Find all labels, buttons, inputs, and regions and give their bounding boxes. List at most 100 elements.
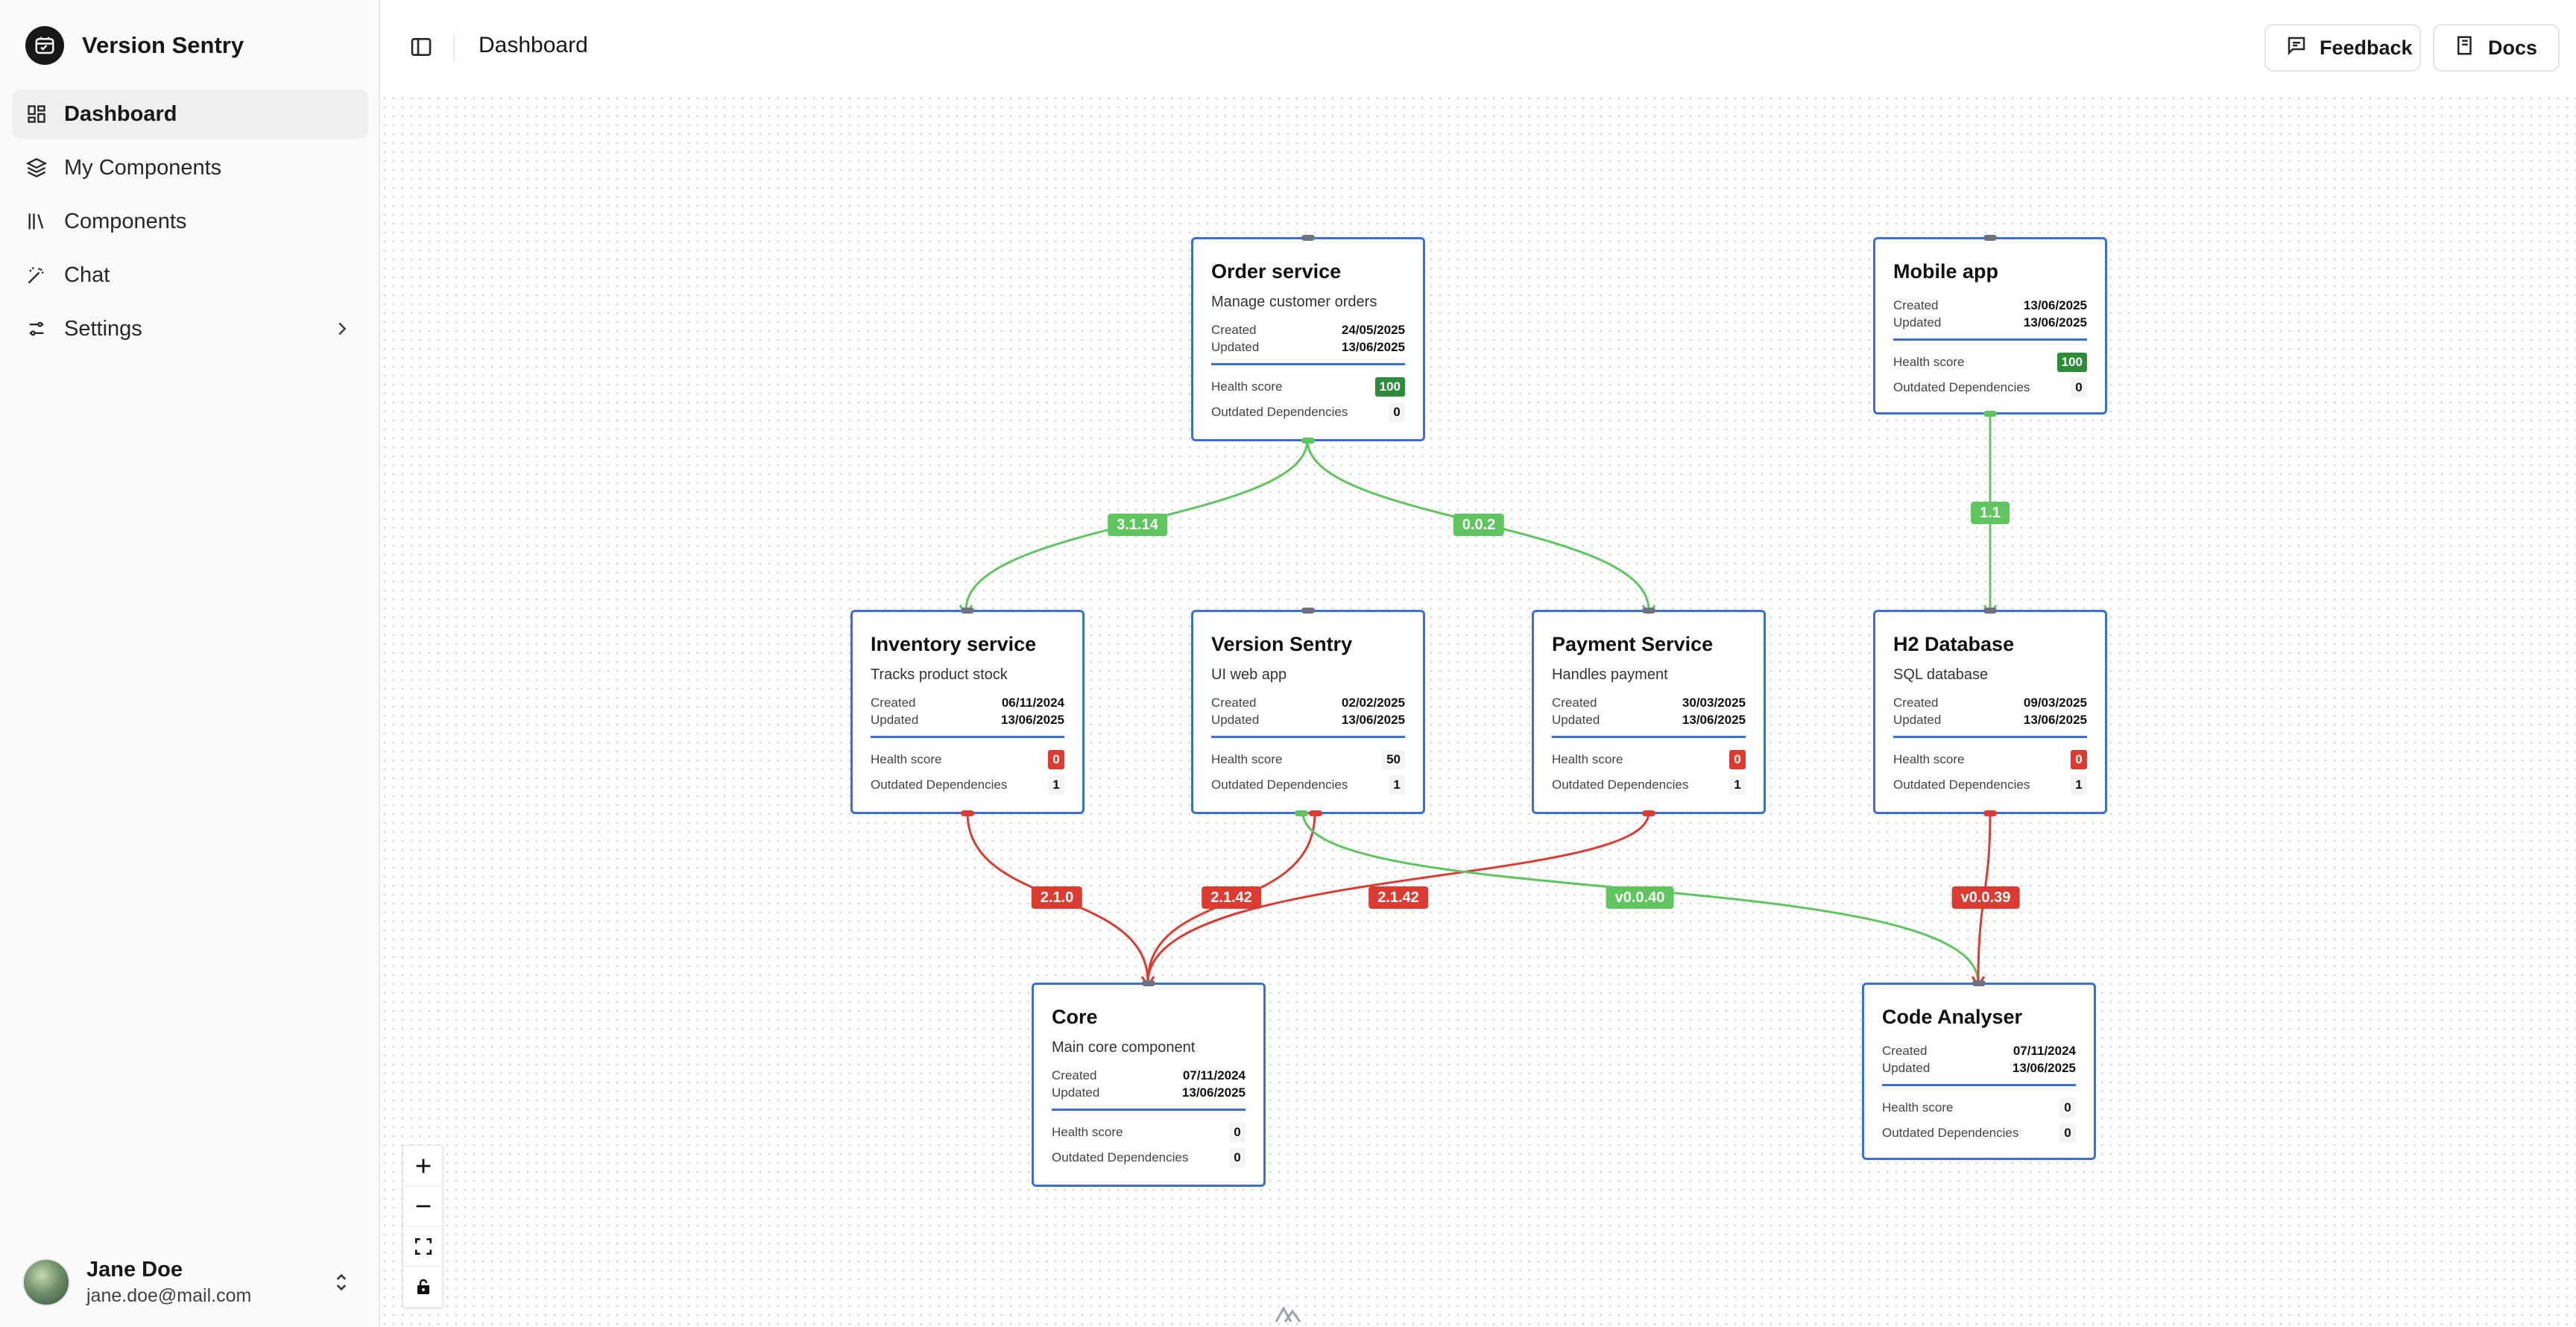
health-label: Health score	[1211, 752, 1283, 766]
node-divider	[1882, 1084, 2076, 1086]
outdated-count: 0	[1389, 403, 1405, 422]
user-menu[interactable]: Jane Doe jane.doe@mail.com	[12, 1252, 368, 1312]
created-date: 09/03/2025	[2023, 696, 2087, 710]
updated-label: Updated	[1211, 340, 1260, 354]
component-node-inventory-service[interactable]: Inventory service Tracks product stock C…	[850, 608, 1085, 816]
outdated-count: 1	[1729, 775, 1746, 795]
docs-button[interactable]: Docs	[2433, 24, 2560, 72]
user-name: Jane Doe	[86, 1258, 183, 1282]
edge-label[interactable]: 0.0.2	[1453, 514, 1505, 536]
zoom-in-button[interactable]	[403, 1146, 443, 1186]
updated-label: Updated	[1882, 1061, 1931, 1075]
health-score-badge: 0	[1729, 750, 1746, 769]
source-handle[interactable]	[1301, 438, 1315, 444]
updated-date: 13/06/2025	[2023, 315, 2087, 330]
source-handle[interactable]	[1642, 810, 1655, 816]
target-handle[interactable]	[1983, 235, 1997, 241]
target-handle[interactable]	[961, 608, 974, 614]
edge-label[interactable]: 3.1.14	[1108, 514, 1167, 536]
layers-icon	[25, 157, 48, 179]
target-handle[interactable]	[1983, 608, 1997, 614]
created-label: Created	[1052, 1068, 1097, 1082]
flow-controls	[402, 1145, 443, 1308]
feedback-label: Feedback	[2320, 36, 2413, 59]
feedback-button[interactable]: Feedback	[2264, 24, 2421, 72]
outdated-label: Outdated Dependencies	[1893, 778, 2030, 792]
sidebar-item-dashboard[interactable]: Dashboard	[12, 89, 368, 139]
source-handle[interactable]	[1983, 411, 1997, 417]
sidebar-item-my-components[interactable]: My Components	[12, 143, 368, 192]
user-info: Jane Doe jane.doe@mail.com	[86, 1258, 251, 1307]
edge-label[interactable]: v0.0.40	[1606, 886, 1674, 909]
health-score-badge: 0	[1048, 750, 1064, 769]
component-node-order-service[interactable]: Order service Manage customer orders Cre…	[1191, 235, 1425, 444]
sidebar-toggle-button[interactable]	[407, 33, 435, 61]
node-description: UI web app	[1211, 666, 1287, 683]
lock-icon	[417, 1279, 429, 1294]
sidebar-item-label: My Components	[64, 155, 222, 180]
outdated-count: 0	[2071, 378, 2087, 397]
node-title: Order service	[1211, 260, 1342, 283]
updated-label: Updated	[1893, 315, 1942, 330]
node-description: Tracks product stock	[871, 666, 1008, 683]
lock-button[interactable]	[403, 1267, 443, 1307]
health-score-badge: 50	[1382, 750, 1405, 769]
outdated-label: Outdated Dependencies	[1552, 778, 1689, 792]
health-label: Health score	[1211, 379, 1283, 394]
user-email: jane.doe@mail.com	[86, 1285, 252, 1306]
react-flow-attribution-icon[interactable]	[1267, 1302, 1309, 1327]
source-handle[interactable]	[961, 810, 974, 816]
updated-label: Updated	[1052, 1085, 1100, 1100]
fit-view-button[interactable]	[403, 1226, 443, 1267]
outdated-label: Outdated Dependencies	[1211, 405, 1348, 419]
node-divider	[1552, 736, 1746, 738]
node-divider	[1893, 338, 2087, 341]
target-handle[interactable]	[1301, 608, 1315, 614]
node-title: Payment Service	[1552, 633, 1714, 655]
created-label: Created	[1211, 696, 1257, 710]
outdated-label: Outdated Dependencies	[1052, 1150, 1189, 1164]
health-label: Health score	[1052, 1125, 1123, 1139]
edge-label[interactable]: 2.1.42	[1202, 886, 1261, 909]
brand[interactable]: Version Sentry	[25, 25, 244, 66]
source-handle[interactable]	[1309, 810, 1322, 816]
flow-canvas[interactable]	[380, 94, 2576, 1327]
created-date: 30/03/2025	[1682, 696, 1746, 710]
target-handle[interactable]	[1642, 608, 1655, 614]
created-date: 07/11/2024	[2012, 1044, 2076, 1058]
chevron-right-icon	[331, 318, 353, 340]
outdated-count: 1	[2071, 775, 2087, 795]
sidebar-item-chat[interactable]: Chat	[12, 250, 368, 300]
sliders-icon	[25, 318, 48, 340]
target-handle[interactable]	[1301, 235, 1315, 241]
edge-label[interactable]: 1.1	[1971, 502, 2010, 524]
edge-label[interactable]: 2.1.0	[1031, 886, 1083, 909]
updated-label: Updated	[1552, 713, 1600, 727]
target-handle[interactable]	[1142, 980, 1155, 986]
health-score-badge: 0	[2059, 1098, 2076, 1118]
node-divider	[1052, 1109, 1246, 1111]
updated-date: 13/06/2025	[1341, 340, 1405, 354]
app-logo-icon	[25, 26, 64, 65]
health-score-badge: 100	[2056, 353, 2087, 372]
edge-label[interactable]: 2.1.42	[1368, 886, 1428, 909]
sidebar-item-components[interactable]: Components	[12, 197, 368, 246]
target-handle[interactable]	[1972, 980, 1986, 986]
zoom-out-button[interactable]	[403, 1186, 443, 1226]
source-handle[interactable]	[1983, 810, 1997, 816]
created-date: 02/02/2025	[1341, 696, 1405, 710]
edge-label[interactable]: v0.0.39	[1951, 886, 2020, 909]
sidebar-nav: Dashboard My Components Components Chat	[12, 89, 368, 358]
sidebar-item-settings[interactable]: Settings	[12, 304, 368, 353]
node-description: Main core component	[1052, 1039, 1196, 1056]
updated-label: Updated	[871, 713, 919, 727]
source-handle[interactable]	[1295, 810, 1308, 816]
outdated-count: 0	[1229, 1148, 1246, 1167]
created-label: Created	[1893, 298, 1939, 312]
